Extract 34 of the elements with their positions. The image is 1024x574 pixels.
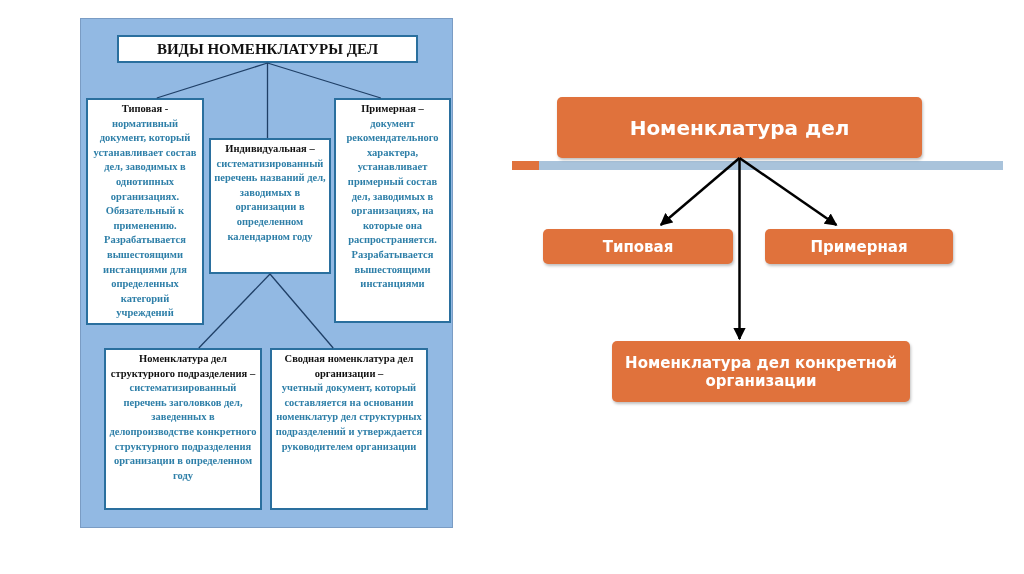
arrow xyxy=(733,158,746,341)
description-text: систематизированный перечень заголовков дел, заведенных в делопроизводстве конкретного структурного подразделения организации в определенном году xyxy=(109,381,257,483)
heading: Типовая - xyxy=(121,102,169,116)
heading: Номенклатура дел xyxy=(629,115,850,140)
connector-line xyxy=(269,273,334,349)
category-box xyxy=(557,97,922,158)
heading: Номенклатура дел конкретной организации xyxy=(624,353,898,390)
description-text: учетный документ, который составляется на основании номенклатур дел структурных подразделений и утверждается руководителем организации xyxy=(275,381,423,454)
connector-line xyxy=(198,273,271,349)
arrow xyxy=(659,157,741,226)
heading: Примерная – xyxy=(361,102,424,116)
description-text: документ рекомендательного характера, устанавливает примерный состав дел, заводимых в организациях, на которые она распространяется. Разрабатывается вышестоящими инстанциями xyxy=(345,116,440,292)
description-box xyxy=(334,98,451,323)
connector-line xyxy=(156,62,269,99)
description-box xyxy=(104,348,262,510)
arrow xyxy=(738,156,838,227)
heading: Индивидуальная – xyxy=(225,142,315,156)
heading: Примерная xyxy=(810,237,908,256)
category-box xyxy=(543,229,733,264)
heading: ВИДЫ НОМЕНКЛАТУРЫ ДЕЛ xyxy=(156,41,379,57)
panel-background xyxy=(80,18,453,528)
category-box xyxy=(765,229,953,264)
heading: Типовая xyxy=(602,237,674,256)
description-box xyxy=(209,138,331,274)
description-text: систематизированный перечень названий дел, заводимых в организации в определенном календарном году xyxy=(214,156,326,244)
title-box xyxy=(117,35,418,63)
description-text: нормативный документ, который устанавливает состав дел, заводимых в однотипных организациях. Обязательный к применению. Разрабатывается вышестоящими инстанциями для определенных категорий учреждений xyxy=(92,116,198,321)
connector-line xyxy=(266,62,269,139)
heading: Сводная номенклатура дел организации – xyxy=(283,352,415,381)
description-box xyxy=(270,348,428,510)
connector-line xyxy=(266,62,382,99)
heading: Номенклатура дел структурного подразделения – xyxy=(109,352,257,381)
category-box xyxy=(612,341,910,402)
description-box xyxy=(86,98,204,325)
